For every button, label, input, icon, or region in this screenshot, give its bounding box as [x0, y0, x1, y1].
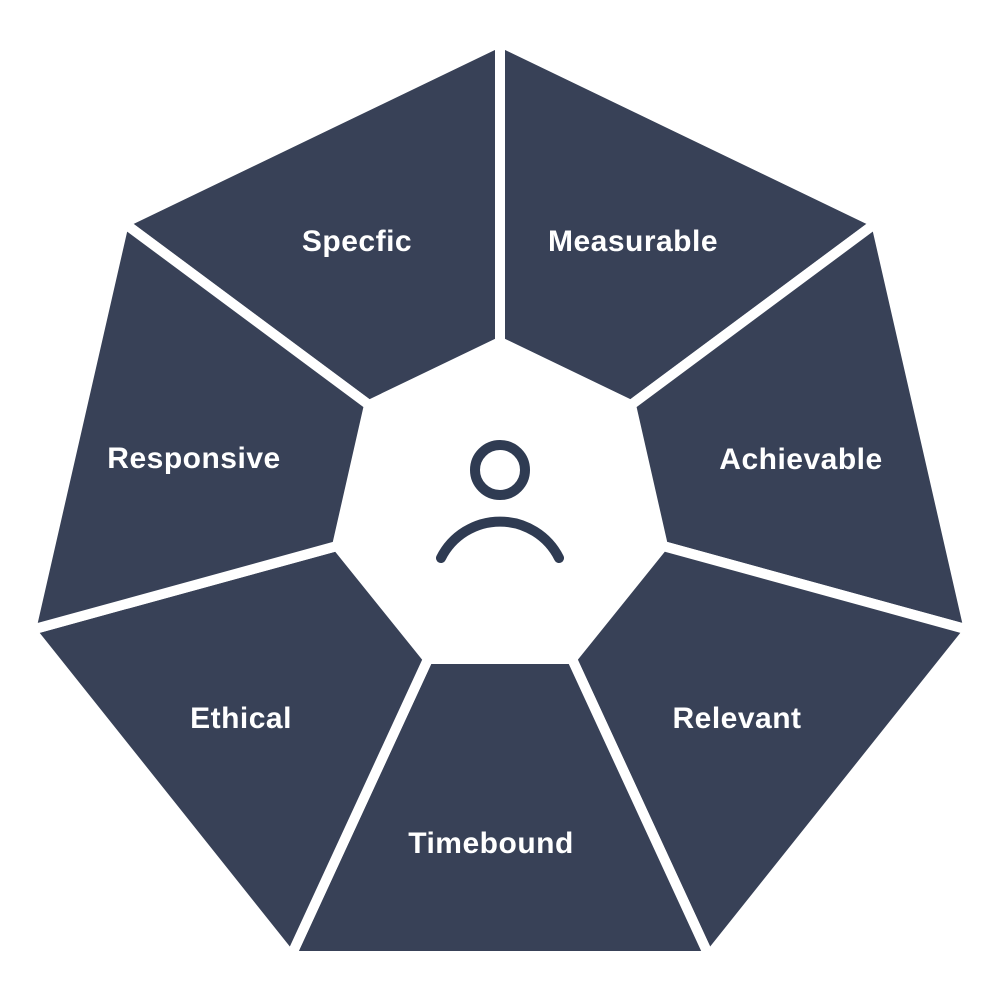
segment-label-responsive: Responsive — [107, 442, 280, 475]
segment-label-measurable: Measurable — [548, 225, 718, 258]
segment-label-specific: Specfic — [302, 225, 412, 258]
person-icon — [436, 440, 564, 563]
segment-label-achievable: Achievable — [719, 443, 882, 476]
segment-label-timebound: Timebound — [408, 827, 574, 860]
segment-responsive — [26, 218, 374, 635]
segment-label-relevant: Relevant — [672, 702, 801, 735]
segment-label-ethical: Ethical — [190, 702, 292, 735]
